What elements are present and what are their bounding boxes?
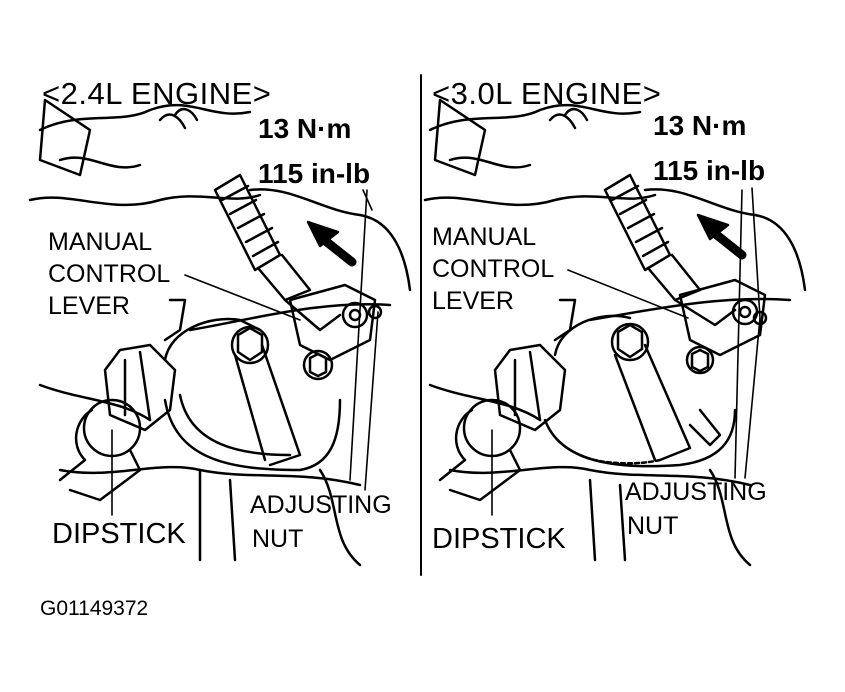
right-panel-art — [423, 98, 807, 567]
adjusting-nut-label-line1: ADJUSTING — [625, 478, 767, 506]
panel-title: <2.4L ENGINE> — [42, 76, 272, 111]
manual-control-lever-label-line3: LEVER — [48, 292, 130, 320]
torque-nm: 13 N·m — [258, 113, 352, 144]
torque-nm: 13 N·m — [653, 110, 747, 141]
adjusting-nut-label-line2: NUT — [627, 512, 679, 540]
manual-control-lever-label-line3: LEVER — [432, 287, 514, 315]
adjusting-nut-label-line1: ADJUSTING — [250, 491, 392, 519]
panel-title: <3.0L ENGINE> — [432, 76, 662, 111]
torque-inlb: 115 in-lb — [653, 155, 766, 186]
dipstick-label: DIPSTICK — [52, 518, 186, 550]
manual-control-lever-label-line1: MANUAL — [432, 223, 537, 251]
torque-inlb: 115 in-lb — [258, 158, 371, 189]
adjusting-nut-label-line2: NUT — [252, 525, 304, 553]
manual-control-lever-label-line1: MANUAL — [48, 228, 153, 256]
manual-control-lever-label-line2: CONTROL — [48, 260, 171, 288]
figure-code: G01149372 — [40, 597, 149, 620]
manual-control-lever-label-line2: CONTROL — [432, 255, 555, 283]
dipstick-label: DIPSTICK — [432, 523, 566, 555]
left-panel-art — [28, 98, 412, 567]
